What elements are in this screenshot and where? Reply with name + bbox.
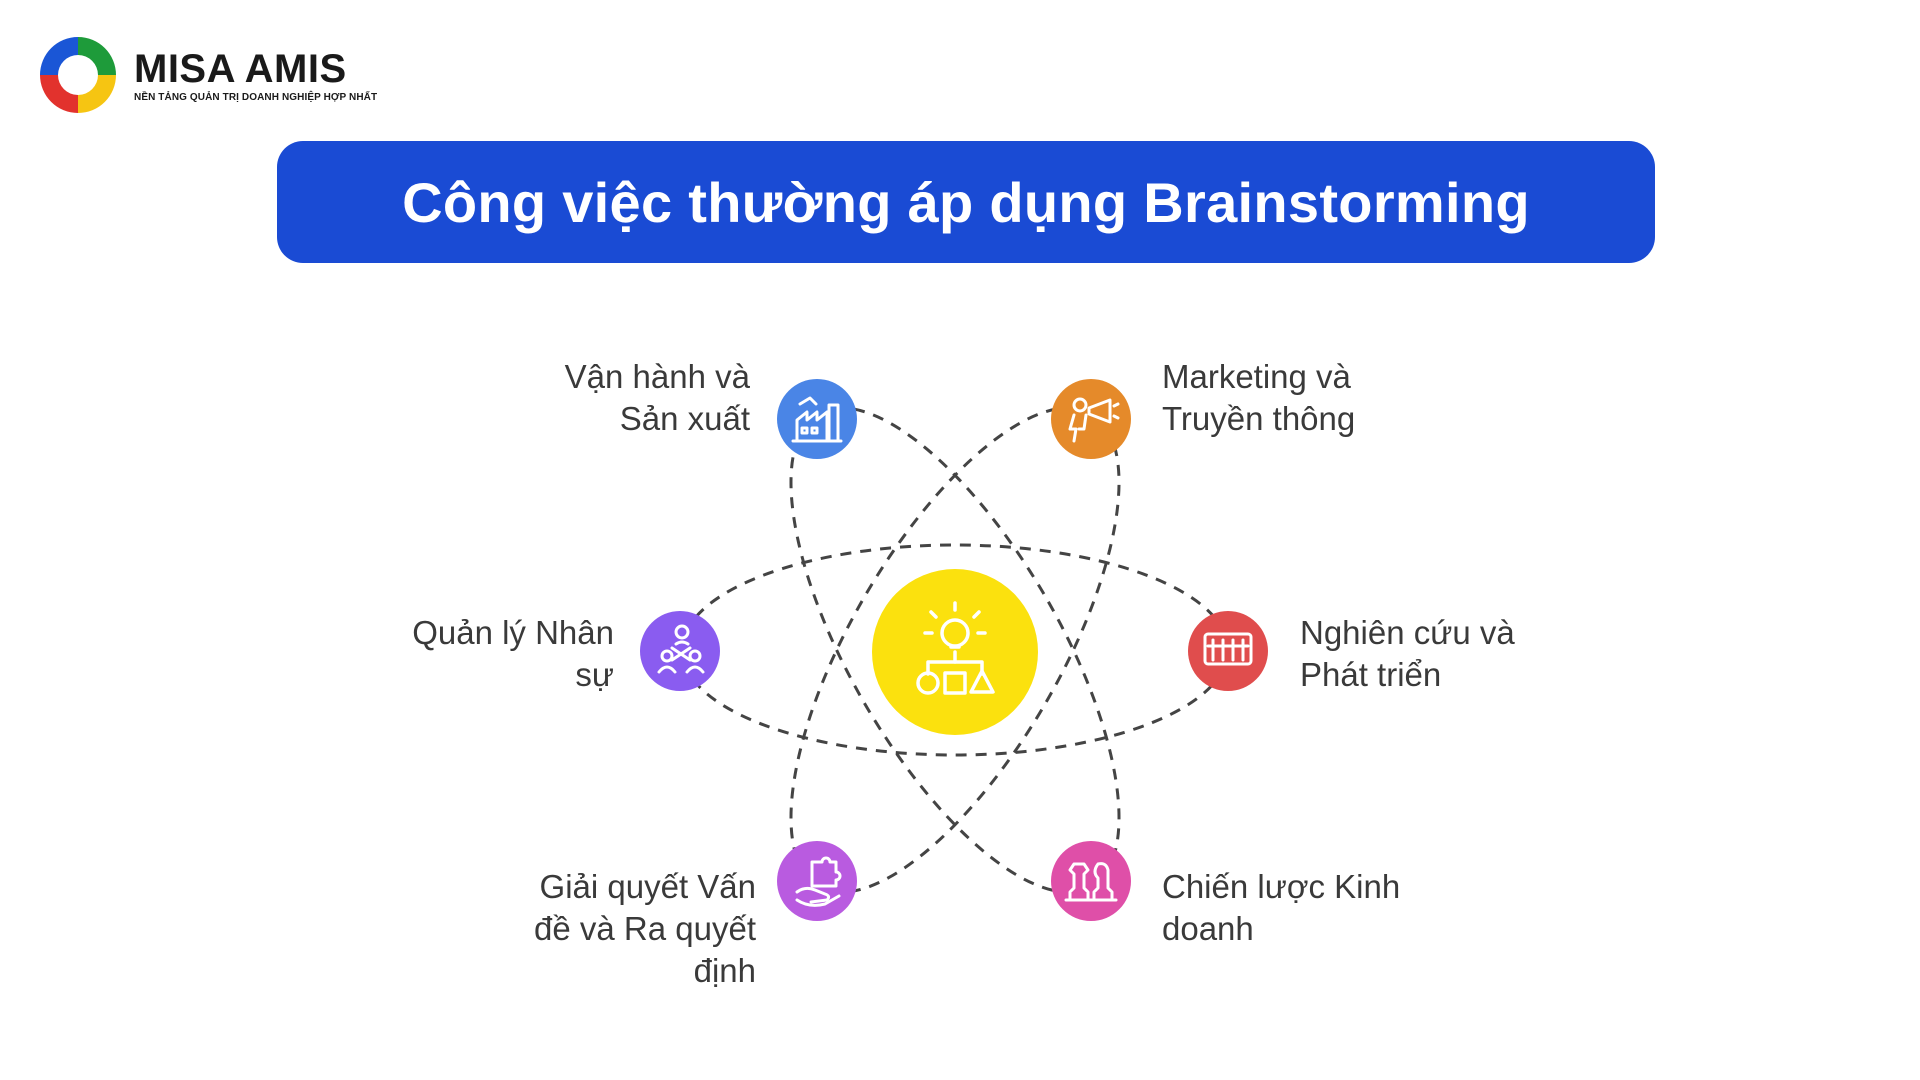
people-network-icon xyxy=(657,624,705,674)
brand-name: MISA AMIS xyxy=(134,46,347,91)
chess-pieces-icon xyxy=(1064,862,1118,902)
label-problem: Giải quyết Vấn đề và Ra quyết định xyxy=(534,868,756,989)
label-hr: Quản lý Nhân sự xyxy=(412,614,614,693)
center-node xyxy=(872,569,1038,735)
node-marketing xyxy=(1051,379,1131,459)
puzzle-hand-icon xyxy=(795,856,842,907)
brand-tagline: NỀN TẢNG QUẢN TRỊ DOANH NGHIỆP HỢP NHẤT xyxy=(134,91,378,103)
label-strategy: Chiến lược Kinh doanh xyxy=(1162,868,1401,947)
label-marketing: Marketing và Truyền thông xyxy=(1162,358,1356,437)
lightbulb-shapes-icon xyxy=(916,601,995,695)
node-operations xyxy=(777,379,857,459)
title-banner: Công việc thường áp dụng Brainstorming xyxy=(277,141,1655,263)
node-hr xyxy=(640,611,720,691)
misa-logo-icon xyxy=(38,35,118,115)
node-rnd xyxy=(1188,611,1268,691)
label-rnd: Nghiên cứu và Phát triển xyxy=(1300,614,1515,693)
node-problem xyxy=(777,841,857,921)
page-title: Công việc thường áp dụng Brainstorming xyxy=(402,170,1530,234)
factory-icon xyxy=(791,396,843,443)
megaphone-icon xyxy=(1068,397,1120,443)
label-operations: Vận hành và Sản xuất xyxy=(564,358,750,437)
node-strategy xyxy=(1051,841,1131,921)
lab-tubes-icon xyxy=(1203,632,1253,666)
brand-logo[interactable]: MISA AMIS NỀN TẢNG QUẢN TRỊ DOANH NGHIỆP… xyxy=(36,33,377,117)
